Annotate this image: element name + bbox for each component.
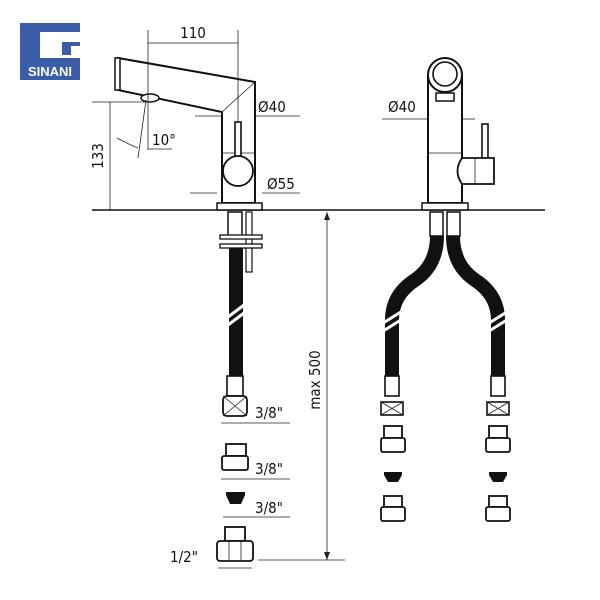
hose-length-dimension: max 500 — [258, 212, 345, 561]
front-dim-diameter: Ø40 — [388, 98, 416, 116]
right-fittings — [485, 375, 511, 522]
fitting-label-3: 3/8" — [255, 499, 283, 517]
dim-height: 133 — [89, 143, 107, 169]
inlet-label: 1/2" — [170, 548, 198, 566]
hose-length-label: max 500 — [306, 350, 324, 409]
left-fittings — [380, 375, 406, 522]
side-view: 110 Ø40 Ø55 133 10° 3/8" 3/8" 3/8" — [89, 24, 300, 569]
logo-text: SINANI — [28, 64, 72, 79]
dim-spout-diameter: Ø40 — [258, 98, 286, 116]
dim-width: 110 — [180, 24, 206, 42]
dim-angle: 10° — [152, 131, 176, 149]
fitting-label-2: 3/8" — [255, 460, 283, 478]
fitting-label-1: 3/8" — [255, 404, 283, 422]
sinani-logo: SINANI — [20, 23, 80, 80]
front-view: Ø40 — [379, 57, 511, 522]
dim-base-diameter: Ø55 — [267, 175, 295, 193]
